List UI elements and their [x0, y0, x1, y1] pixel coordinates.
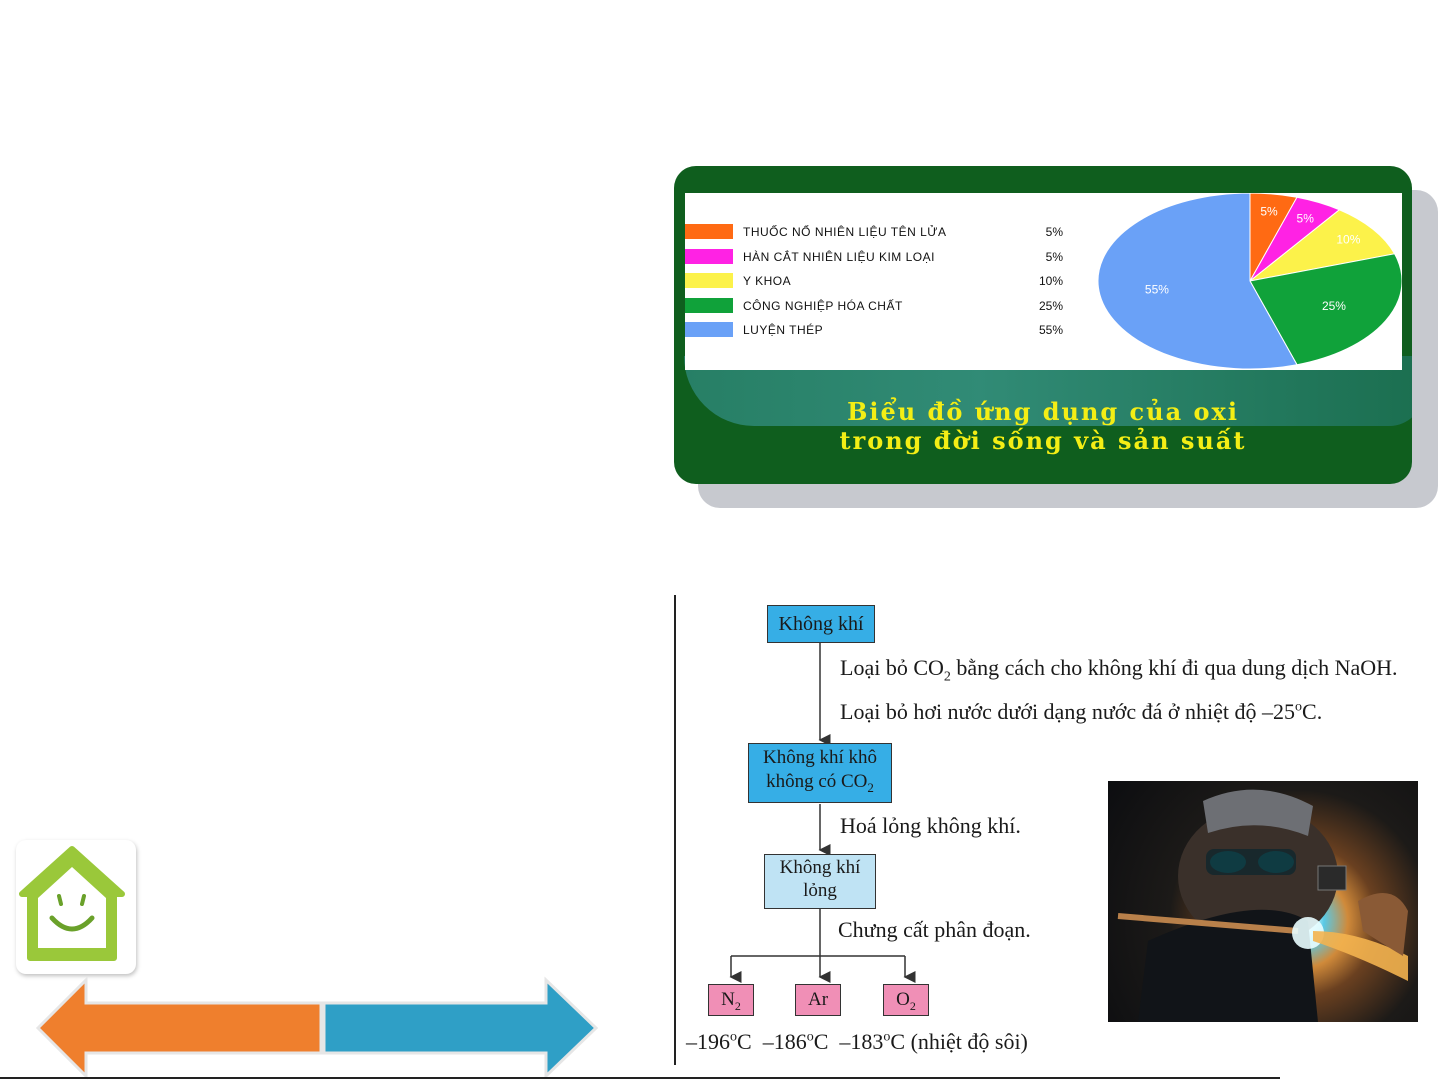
legend-label: HÀN CẮT NHIÊN LIỆU KIM LOẠI: [743, 250, 935, 264]
navigation-arrows: [35, 976, 599, 1080]
pie-slice: [1097, 193, 1298, 370]
legend-swatch: [685, 224, 733, 239]
legend-label: LUYỆN THÉP: [743, 323, 824, 337]
left-arrow-icon[interactable]: [35, 976, 323, 1080]
right-arrow-icon[interactable]: [322, 976, 599, 1080]
air-box-label: Không khí: [778, 613, 864, 635]
boiling-temperatures: –196oC –186oC –183oC (nhiệt độ sôi): [686, 1029, 1028, 1054]
step-remove-water: Loại bỏ hơi nước dưới dạng nước đá ở nhi…: [840, 699, 1323, 724]
liquid-air-box: Không khí lỏng: [764, 854, 876, 909]
pie-slice-label: 5%: [1260, 204, 1278, 218]
pie-slice: [1249, 209, 1396, 282]
temp-o2: –183: [839, 1029, 884, 1054]
legend-item: THUỐC NỔ NHIÊN LIỆU TÊN LỬA 5%: [685, 224, 1085, 242]
liquid-air-line2: lỏng: [803, 880, 837, 901]
welding-torch-photo: [1108, 781, 1418, 1022]
o2-box: O2: [883, 984, 929, 1016]
n2-box: N2: [708, 984, 754, 1016]
temp-n2: –196: [686, 1029, 730, 1054]
step-remove-co2: Loại bỏ CO2 bằng cách cho không khí đi q…: [840, 655, 1398, 685]
smiley-house-icon: [19, 846, 125, 961]
temp-note: (nhiệt độ sôi): [905, 1029, 1028, 1054]
legend-value: 10%: [1038, 274, 1063, 288]
pie-svg: 5% 5% 10% 25% 55%: [1097, 193, 1402, 370]
ar-box: Ar: [795, 984, 841, 1016]
legend-value: 55%: [1038, 323, 1063, 337]
step-liquefy: Hoá lỏng không khí.: [840, 813, 1021, 838]
home-button[interactable]: [16, 840, 136, 974]
legend-item: HÀN CẮT NHIÊN LIỆU KIM LOẠI 5%: [685, 249, 1085, 267]
legend-value: 5%: [1045, 225, 1063, 239]
legend-label: CÔNG NGHIỆP HÓA CHẤT: [743, 299, 903, 313]
legend-swatch: [685, 249, 733, 264]
temp-ar: –186: [762, 1029, 807, 1054]
diagram-arrows: [729, 642, 916, 983]
pie-slice-label: 5%: [1297, 211, 1315, 225]
chart-title-line2: trong đời sống và sản suất: [839, 426, 1247, 455]
pie-slice: [1249, 253, 1402, 366]
legend-label: Y KHOA: [743, 274, 792, 288]
chart-title: Biểu đồ ứng dụng của oxi trong đời sống …: [674, 397, 1412, 455]
legend-label: THUỐC NỔ NHIÊN LIỆU TÊN LỬA: [743, 225, 947, 239]
legend-value: 5%: [1045, 250, 1063, 264]
pie-slice-label: 55%: [1145, 283, 1169, 297]
dry-air-line2: không có CO2: [766, 771, 874, 795]
legend-swatch: [685, 298, 733, 313]
welder-illustration: [1117, 789, 1408, 1022]
legend-item: Y KHOA 10%: [685, 273, 1085, 291]
legend-value: 25%: [1038, 299, 1063, 313]
slide-bottom-rule: [0, 1077, 1280, 1079]
pie-slice-label: 25%: [1322, 299, 1346, 313]
chart-title-line1: Biểu đồ ứng dụng của oxi: [847, 397, 1239, 426]
diagram-left-edge: [674, 595, 676, 1065]
liquid-air-line1: Không khí: [779, 857, 861, 878]
dry-air-box: Không khí khô không có CO2: [748, 743, 892, 803]
air-box: Không khí: [767, 605, 875, 643]
legend-swatch: [685, 322, 733, 337]
dry-air-line1: Không khí khô: [763, 747, 877, 768]
legend-item: LUYỆN THÉP 55%: [685, 322, 1085, 340]
step-distill: Chưng cất phân đoạn.: [838, 917, 1031, 942]
legend-item: CÔNG NGHIỆP HÓA CHẤT 25%: [685, 298, 1085, 316]
legend-swatch: [685, 273, 733, 288]
pie-slice-label: 10%: [1336, 233, 1360, 247]
